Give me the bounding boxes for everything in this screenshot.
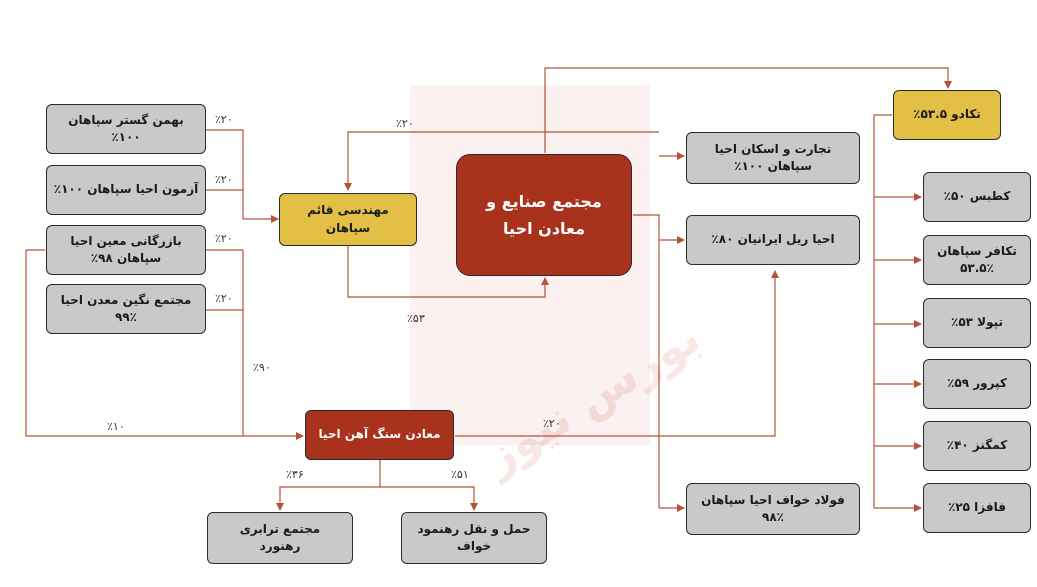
edge-ghaem-bottom: [347, 246, 549, 298]
ghaem-node: مهندسی قائم سپاهان: [279, 193, 417, 246]
edge-label-azmoon: ٪۲۰: [215, 173, 233, 186]
tekafar-node: تکافر سپاهان ۵۳.۵٪: [923, 235, 1031, 285]
edge-label-bahman: ٪۲۰: [215, 113, 233, 126]
main-company-node: مجتمع صنایع و معادن احیا: [456, 154, 632, 276]
edge-bahman: [206, 129, 244, 219]
tejarat-node: تجارت و اسکان احیا سپاهان ۱۰۰٪: [686, 132, 860, 184]
haml-node: حمل و نقل رهنمود خواف: [401, 512, 547, 564]
tarabari-node: مجتمع ترابری رهنورد: [207, 512, 353, 564]
azmoon-node: آزمون احیا سپاهان ۱۰۰٪: [46, 165, 206, 215]
edge-sang-10: [25, 249, 243, 437]
bahman-node: بهمن گستر سپاهان ۱۰۰٪: [46, 104, 206, 154]
rail-node: احیا ریل ایرانیان ۸۰٪: [686, 215, 860, 265]
edge-label-bazargani: ٪۲۰: [215, 232, 233, 245]
tadado-node: تکادو ۵۳.۵٪: [893, 90, 1001, 140]
edge-main-right: [633, 214, 660, 508]
edge-sang-90: [242, 310, 304, 440]
negin-node: مجتمع نگین معدن احیا ۹۹٪: [46, 284, 206, 334]
edge-ghaem-top: [344, 131, 659, 191]
bazargani-node: بازرگانی معین احیا سپاهان ۹۸٪: [46, 225, 206, 275]
edge-sang-children: [276, 459, 381, 511]
edge-main-tadado: [544, 67, 952, 153]
edge-label-sang-90: ٪۹۰: [253, 361, 271, 374]
sang-ahan-node: معادن سنگ آهن احیا: [305, 410, 454, 460]
edge-sang-rail: [455, 270, 779, 437]
edge-label-haml: ٪۵۱: [451, 468, 469, 481]
kaprur-node: کپرور ۵۹٪: [923, 359, 1031, 409]
fafza-node: فافزا ۲۵٪: [923, 483, 1031, 533]
edge-label-ghaem-top: ٪۲۰: [396, 117, 414, 130]
folad-node: فولاد خواف احیا سپاهان ۹۸٪: [686, 483, 860, 535]
kamgenz-node: کمگنز ۴۰٪: [923, 421, 1031, 471]
edge-label-sang-10: ٪۱۰: [107, 420, 125, 433]
edge-tadado-children: [873, 114, 892, 508]
edge-label-tarabari: ٪۳۶: [286, 468, 304, 481]
edge-label-ghaem-bottom: ٪۵۳: [407, 312, 425, 325]
edge-label-sang-rail: ٪۲۰: [543, 417, 561, 430]
katbas-node: کطبس ۵۰٪: [923, 172, 1031, 222]
edge-label-negin: ٪۲۰: [215, 292, 233, 305]
tapola-node: تپولا ۵۳٪: [923, 298, 1031, 348]
